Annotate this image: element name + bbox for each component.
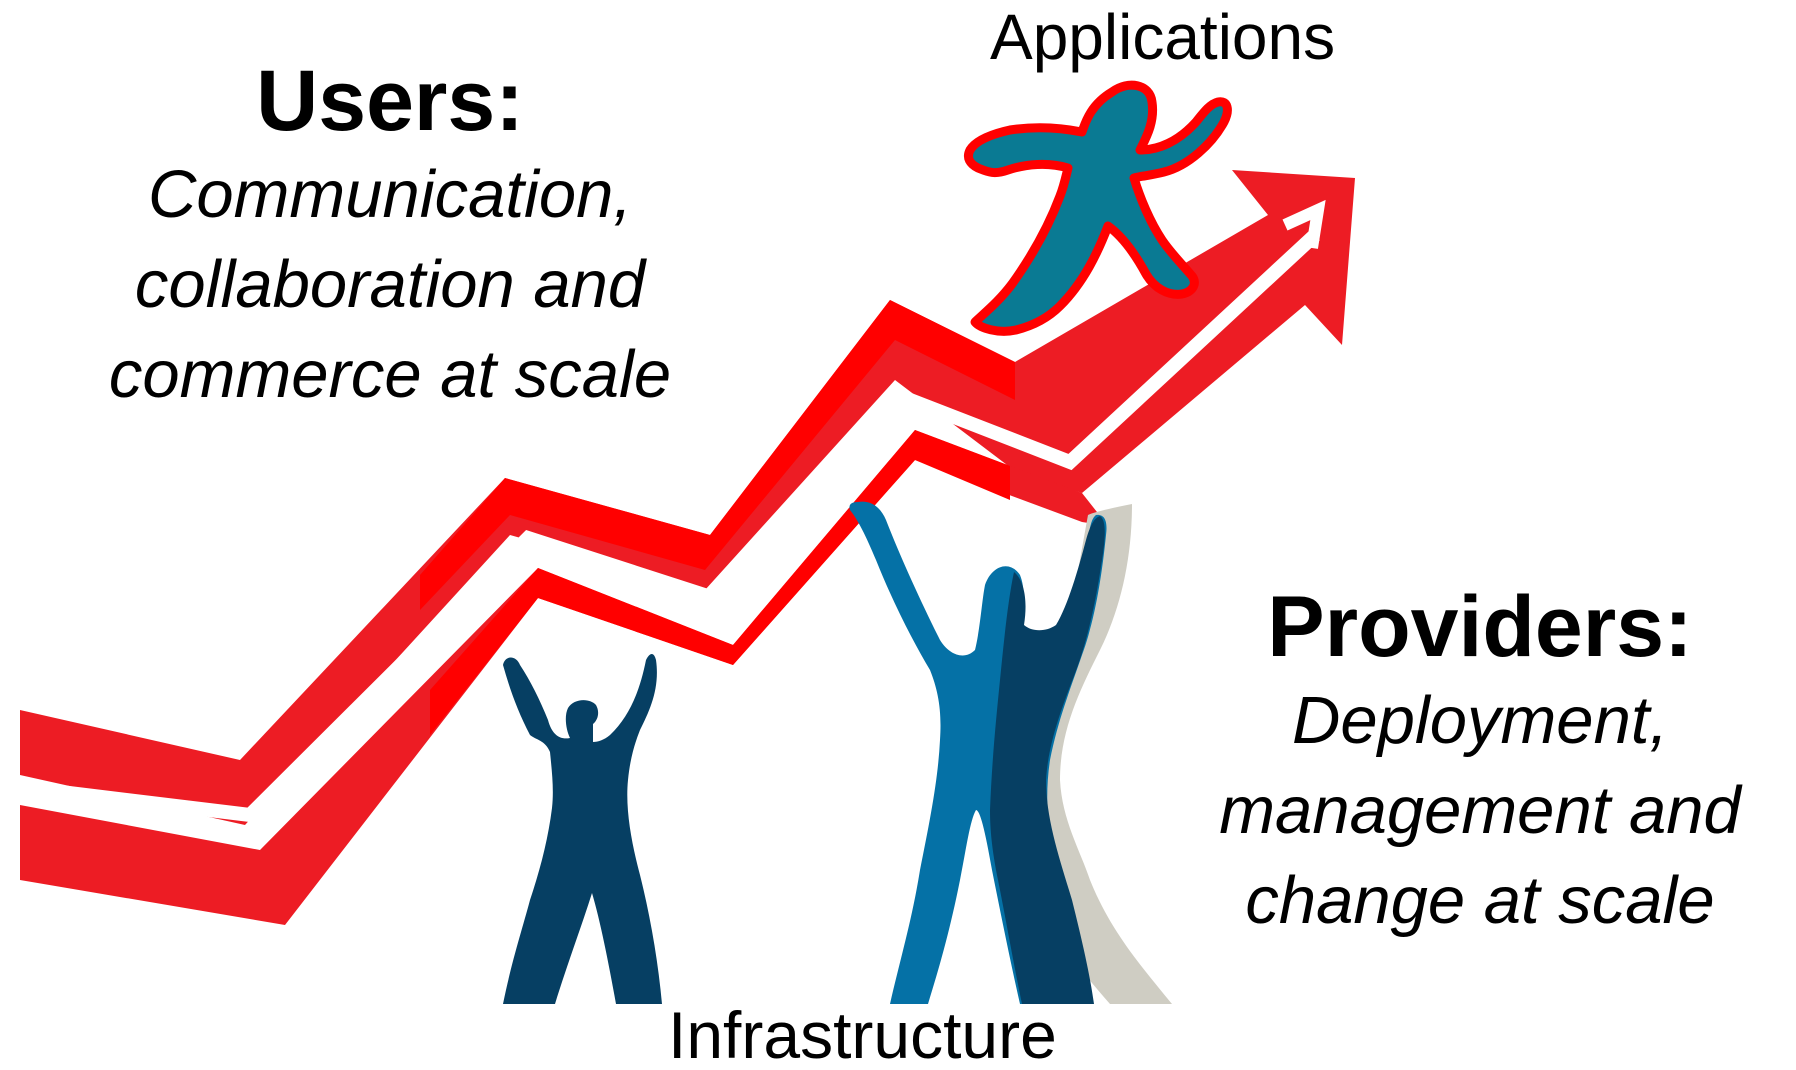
arrow-upper-band xyxy=(20,170,1355,825)
users-desc-line: Communication, xyxy=(147,157,633,232)
providers-desc-line: Deployment, xyxy=(1291,683,1669,758)
lifting-person-icon xyxy=(849,501,1172,1004)
running-person-icon xyxy=(963,80,1232,336)
providers-desc-line: change at scale xyxy=(1245,863,1715,938)
providers-heading: Providers: xyxy=(1267,579,1693,675)
lifting-person-icon xyxy=(503,654,662,1004)
arrow-highlight-line xyxy=(19,229,1320,823)
applications-label: Applications xyxy=(990,1,1336,73)
providers-desc-line: management and xyxy=(1219,773,1741,848)
climber-body xyxy=(963,80,1232,336)
users-text-block: Users: Communication, collaboration and … xyxy=(50,52,730,420)
providers-text-block: Providers: Deployment, management and ch… xyxy=(1180,578,1780,946)
large-lifter-dark-side xyxy=(990,516,1105,1004)
infrastructure-label: Infrastructure xyxy=(668,998,1057,1070)
arrow-head-highlight xyxy=(1282,199,1326,249)
users-desc-line: collaboration and xyxy=(134,247,646,322)
small-lifter-body xyxy=(503,654,662,1004)
users-heading: Users: xyxy=(256,53,524,149)
users-desc-line: commerce at scale xyxy=(108,337,672,412)
arrow-upper-band-sheen xyxy=(420,300,1015,610)
